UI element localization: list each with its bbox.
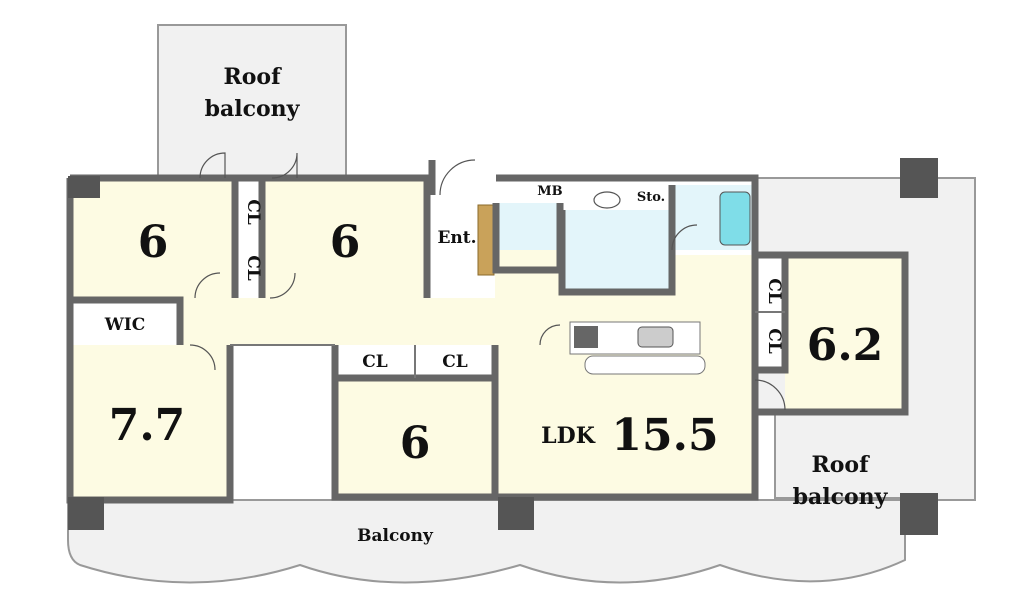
closet-label: CL — [764, 328, 784, 354]
closet-label: CL — [764, 278, 784, 304]
roof-balcony-top — [157, 24, 347, 178]
bathtub-icon — [719, 191, 751, 246]
room-size-bottom-middle: 6 — [400, 418, 431, 469]
washroom — [562, 210, 672, 292]
balcony-label: Balcony — [357, 526, 434, 546]
roof-balcony-top-label: Roof — [223, 64, 282, 90]
entrance-step — [477, 204, 495, 276]
room-size-top-left: 6 — [138, 217, 169, 268]
pillar — [900, 158, 938, 198]
roof-balcony-right-label: Roof — [811, 452, 870, 478]
closet-label: CL — [362, 352, 388, 372]
entrance — [432, 195, 478, 270]
ldk-size: 15.5 — [611, 410, 718, 461]
walk-in-closet — [70, 300, 180, 345]
ldk-label: LDK — [541, 423, 596, 449]
bedroom-left — [70, 345, 230, 500]
pillar — [68, 176, 100, 198]
bedroom-bottom-middle — [335, 378, 495, 497]
room-size-right: 6.2 — [807, 320, 884, 371]
bedroom-right — [785, 255, 905, 412]
balcony-bottom — [67, 499, 906, 584]
sink-icon — [593, 191, 621, 209]
closet-label: CL — [442, 352, 468, 372]
roof-balcony-right-label-2: balcony — [793, 484, 889, 510]
pillar — [68, 497, 104, 530]
room-size-top-middle: 6 — [330, 217, 361, 268]
pillar — [900, 493, 938, 535]
entrance-label: Ent. — [437, 228, 476, 248]
room-size-left: 7.7 — [109, 400, 186, 451]
bedroom-top-middle — [262, 178, 427, 298]
mb-label: MB — [537, 184, 562, 199]
closet-label: CL — [243, 255, 263, 281]
wic-label: WIC — [104, 315, 146, 335]
pillar — [498, 497, 534, 530]
roof-balcony-top-label-2: balcony — [205, 96, 301, 122]
closet-pair-top — [235, 178, 262, 298]
storage-label: Sto. — [637, 190, 665, 205]
ldk — [495, 255, 755, 497]
stove-icon — [574, 326, 598, 348]
closet-label: CL — [243, 199, 263, 225]
kitchen-sink-icon — [637, 326, 674, 348]
toilet — [496, 203, 560, 251]
hallway-upper — [495, 250, 562, 345]
kitchen-island — [584, 355, 706, 375]
